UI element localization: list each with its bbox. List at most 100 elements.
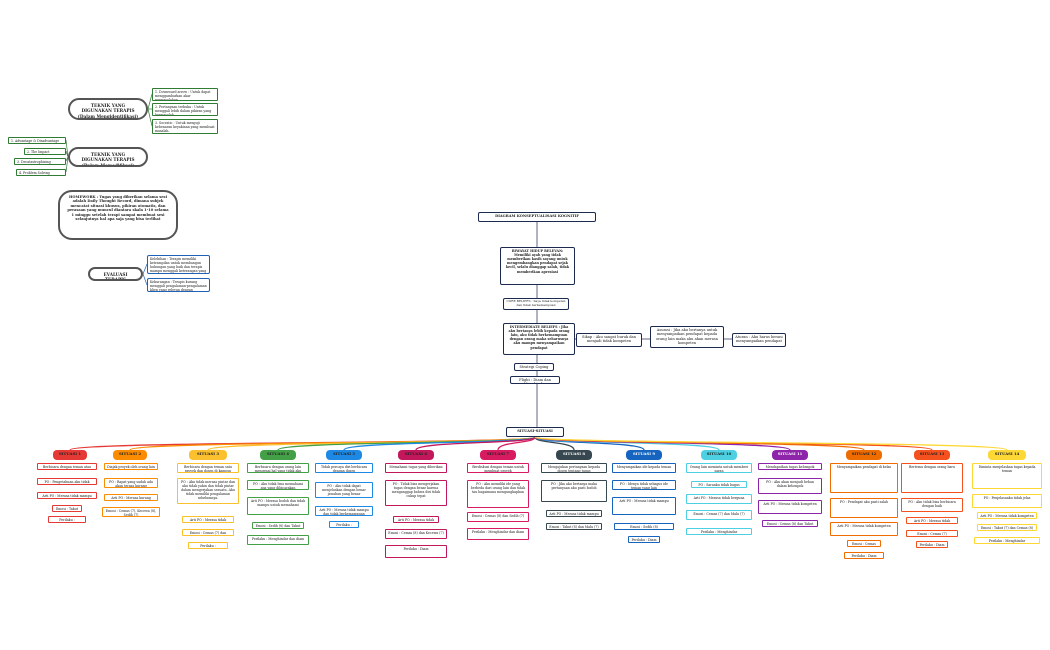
situasi-14-item-5[interactable]: Perilaku : Menghindar	[974, 537, 1040, 544]
situasi-3-item-1[interactable]: Berbicara dengan teman satu proyek dan d…	[177, 463, 239, 473]
flight-node[interactable]: Flight : Diam dan Menghindar	[510, 376, 560, 384]
situasi-10-item-2[interactable]: PO : Saranku tidak bagus	[691, 481, 747, 488]
situasi-12-item-2[interactable]: PO : Pendapat aku pasti salah	[830, 498, 898, 518]
situasi-11-item-4[interactable]: Emosi : Cemas (8) dan Takut (8)	[762, 520, 818, 527]
situasi-11-item-2[interactable]: PO : Aku akan menjadi beban dalam kelomp…	[758, 478, 822, 494]
situasi-2-item-3[interactable]: Arti PO : Merasa kurang mampu	[104, 494, 158, 501]
situasi-4-item-5[interactable]: Perilaku : Menghindar dan diam	[247, 535, 309, 545]
situasi-11-head[interactable]: SITUASI 11	[772, 450, 808, 460]
situasi-9-item-3[interactable]: Arti PO : Merasa tidak mampu	[612, 497, 676, 515]
homework-node[interactable]: HOMEWORK : Tugas yang diberikan selama s…	[58, 190, 178, 240]
situasi-4-head[interactable]: SITUASI 4	[260, 450, 296, 460]
situasi-1-item-4[interactable]: Emosi : Takut	[52, 505, 82, 512]
situasi-9-item-5[interactable]: Perilaku : Diam	[628, 536, 660, 543]
situasi-header-node[interactable]: SITUASI-SITUASI	[506, 427, 564, 437]
situasi-13-item-2[interactable]: PO : Aku tidak bisa berbicara dengan bai…	[901, 498, 963, 512]
teknik-modifikasi-item-1[interactable]: 1. Advantage & Disadvantage questions	[8, 137, 66, 144]
situasi-2-item-4[interactable]: Emosi : Cemas (7), Kecewa (8), Sedih (7)	[102, 507, 160, 517]
situasi-2-item-1[interactable]: Diajak proyek oleh orang lain	[104, 463, 158, 470]
situasi-7-item-4[interactable]: Perilaku : Menghindar dan diam	[467, 528, 529, 540]
teknik-identifikasi-node[interactable]: TEKNIK YANG DIGUNAKAN TERAPIS (Dalam Men…	[68, 98, 148, 120]
situasi-7-item-3[interactable]: Emosi : Cemas (8) dan Sedih (7)	[467, 512, 529, 522]
evaluasi-kelebihan-node[interactable]: Kelebihan : Terapis memiliki ketrampilan…	[147, 255, 210, 274]
teknik-identifikasi-item-2[interactable]: 2. Pertanyaan terbuka : Untuk menggali l…	[152, 103, 218, 116]
situasi-10-item-5[interactable]: Perilaku : Menghindar	[686, 528, 752, 535]
situasi-14-item-2[interactable]: PO : Penjelasanku tidak jelas	[972, 494, 1042, 508]
situasi-14-head[interactable]: SITUASI 14	[988, 450, 1026, 460]
asumsi-node[interactable]: Asumsi : Jika aku bertanya untuk menyamp…	[650, 326, 724, 348]
situasi-5-item-4[interactable]: Perilaku : Diam	[329, 521, 359, 528]
situasi-12-head[interactable]: SITUASI 12	[846, 450, 882, 460]
situasi-10-item-4[interactable]: Emosi : Cemas (7) dan Malu (7)	[686, 510, 752, 520]
situasi-4-item-2[interactable]: PO : Aku tidak bisa memahami apa yang di…	[247, 480, 309, 490]
situasi-8-item-2[interactable]: PO : Jika aku bertanya maka pertanyaan a…	[541, 480, 607, 502]
situasi-6-item-1[interactable]: Memahami tugas yang diberikan	[385, 463, 447, 473]
situasi-4-item-3[interactable]: Arti PO : Merasa bodoh dan tidak mampu u…	[247, 497, 309, 515]
situasi-5-item-3[interactable]: Arti PO : Merasa tidak mampu dan tidak b…	[315, 506, 373, 516]
situasi-1-item-3[interactable]: Arti PO : Merasa tidak mampu	[37, 492, 97, 499]
situasi-14-item-4[interactable]: Emosi : Takut (7) dan Cemas (8)	[977, 524, 1037, 531]
situasi-13-item-5[interactable]: Perilaku : Diam	[916, 541, 948, 548]
teknik-modifikasi-item-2[interactable]: 2. The Impact Question	[24, 148, 66, 155]
core-beliefs-node[interactable]: CORE BELIEFS : Saya tidak kompeten dan t…	[503, 298, 569, 310]
situasi-1-head[interactable]: SITUASI 1	[53, 450, 87, 460]
situasi-7-item-2[interactable]: PO : Aku memiliki ide yang berbeda dari …	[467, 480, 529, 508]
situasi-6-item-3[interactable]: Arti PO : Merasa tidak mampu	[393, 516, 439, 523]
teknik-modifikasi-item-3[interactable]: 3. Decatastrophizing Question	[14, 158, 66, 165]
situasi-5-head[interactable]: SITUASI 5	[326, 450, 362, 460]
situasi-3-item-4[interactable]: Emosi : Cemas (7) dan Kecewa (8)	[182, 529, 234, 536]
situasi-4-item-4[interactable]: Emosi : Sedih (8) dan Takut (7)	[252, 522, 304, 529]
situasi-6-item-5[interactable]: Perilaku : Diam	[385, 545, 447, 558]
situasi-7-item-1[interactable]: Berdiskusi dengan teman untuk membuat pr…	[467, 463, 529, 473]
situasi-3-head[interactable]: SITUASI 3	[189, 450, 227, 460]
situasi-2-item-2[interactable]: PO : Rapat yang sudah ada akan terasa ku…	[104, 478, 158, 488]
teknik-modifikasi-item-4[interactable]: 4. Problem Solving Question	[16, 169, 66, 176]
situasi-13-item-1[interactable]: Bertemu dengan orang baru	[901, 463, 963, 493]
situasi-10-head[interactable]: SITUASI 10	[701, 450, 737, 460]
situasi-7-head[interactable]: SITUASI 7	[480, 450, 516, 460]
sikap-node[interactable]: Sikap : Aku sangat buruk dan menjadi tid…	[576, 333, 642, 347]
situasi-8-head[interactable]: SITUASI 8	[556, 450, 592, 460]
situasi-6-head[interactable]: SITUASI 6	[398, 450, 434, 460]
situasi-3-item-2[interactable]: PO : Aku tidak merasa pintar dan aku tid…	[177, 478, 239, 504]
situasi-12-item-4[interactable]: Emosi : Cemas	[847, 540, 881, 547]
situasi-3-item-3[interactable]: Arti PO : Merasa tidak kompeten	[182, 516, 234, 523]
situasi-5-item-1[interactable]: Tidak percaya diri berbicara dengan dose…	[315, 463, 373, 473]
teknik-identifikasi-item-1[interactable]: 1. Downward arrow : Untuk dapat menggamb…	[152, 88, 218, 101]
situasi-12-item-5[interactable]: Perilaku : Diam	[844, 552, 884, 559]
intermediate-beliefs-node[interactable]: INTERMEDIATE BELIEFS : Jika aku bertanya…	[503, 323, 575, 355]
situasi-9-item-4[interactable]: Emosi : Sedih (8)	[614, 523, 674, 530]
situasi-11-item-3[interactable]: Arti PO : Merasa tidak kompeten	[758, 500, 822, 514]
diagram-title[interactable]: DIAGRAM KONSEPTUALISASI KOGNITIF	[478, 212, 596, 222]
aturan-node[interactable]: Aturan : Aku harus berani menyampaikan p…	[732, 333, 786, 347]
situasi-9-item-1[interactable]: Menyampaikan ide kepada teman	[612, 463, 676, 473]
situasi-8-item-4[interactable]: Emosi : Takut (8) dan Malu (7)	[546, 523, 602, 530]
situasi-9-item-2[interactable]: PO : Idenya tidak sebagus ide teman yang…	[612, 480, 676, 490]
situasi-1-item-2[interactable]: PO : Pengetahuan aku tidak lumayan	[37, 478, 97, 485]
evaluasi-kekurangan-node[interactable]: Kekurangan : Terapis kurang menggali pen…	[147, 278, 210, 292]
situasi-14-item-1[interactable]: Diminta menjelaskan tugas kepada teman	[972, 463, 1042, 489]
situasi-14-item-3[interactable]: Arti PO : Merasa tidak kompeten	[977, 512, 1037, 519]
situasi-10-item-3[interactable]: Arti PO : Merasa tidak berguna	[686, 494, 752, 504]
situasi-12-item-3[interactable]: Arti PO : Merasa tidak kompeten	[830, 522, 898, 536]
strategi-coping-node[interactable]: Strategi Coping	[514, 363, 554, 371]
riwayat-hidup-node[interactable]: RIWAYAT HIDUP RELEVAN: Memiliki ayah yan…	[500, 247, 575, 285]
situasi-11-item-1[interactable]: Mendapatkan tugas kelompok	[758, 463, 822, 470]
situasi-4-item-1[interactable]: Berbicara dengan orang lain mengenai hal…	[247, 463, 309, 473]
situasi-2-head[interactable]: SITUASI 2	[113, 450, 147, 460]
situasi-10-item-1[interactable]: Orang lain meminta untuk memberi saran	[686, 463, 752, 473]
situasi-8-item-3[interactable]: Arti PO : Merasa tidak mampu	[546, 510, 602, 517]
situasi-8-item-1[interactable]: Mengajukan pertanyaan kepada dosen tenta…	[541, 463, 607, 473]
situasi-6-item-4[interactable]: Emosi : Cemas (8) dan Kecewa (7)	[385, 529, 447, 539]
situasi-3-item-5[interactable]: Perilaku : Menghindar	[188, 542, 228, 549]
situasi-13-item-3[interactable]: Arti PO : Merasa tidak mampu	[906, 517, 958, 524]
teknik-identifikasi-item-3[interactable]: 3. Socratic : Untuk menguji kebenaran ke…	[152, 119, 218, 134]
situasi-5-item-2[interactable]: PO : Aku tidak dapat menjelaskan dengan …	[315, 482, 373, 498]
situasi-13-head[interactable]: SITUASI 13	[914, 450, 950, 460]
situasi-1-item-1[interactable]: Berbicara dengan teman atau proyek	[37, 463, 97, 470]
situasi-12-item-1[interactable]: Menyampaikan pendapat di kelas	[830, 463, 898, 493]
situasi-6-item-2[interactable]: PO : Tidak bisa mengerjakan tugas dengan…	[385, 480, 447, 506]
situasi-13-item-4[interactable]: Emosi : Cemas (7)	[906, 530, 958, 537]
teknik-modifikasi-node[interactable]: TEKNIK YANG DIGUNAKAN TERAPIS (Dalam Mem…	[68, 147, 148, 167]
evaluasi-terapis-node[interactable]: EVALUASI TERAPIS	[88, 267, 143, 281]
